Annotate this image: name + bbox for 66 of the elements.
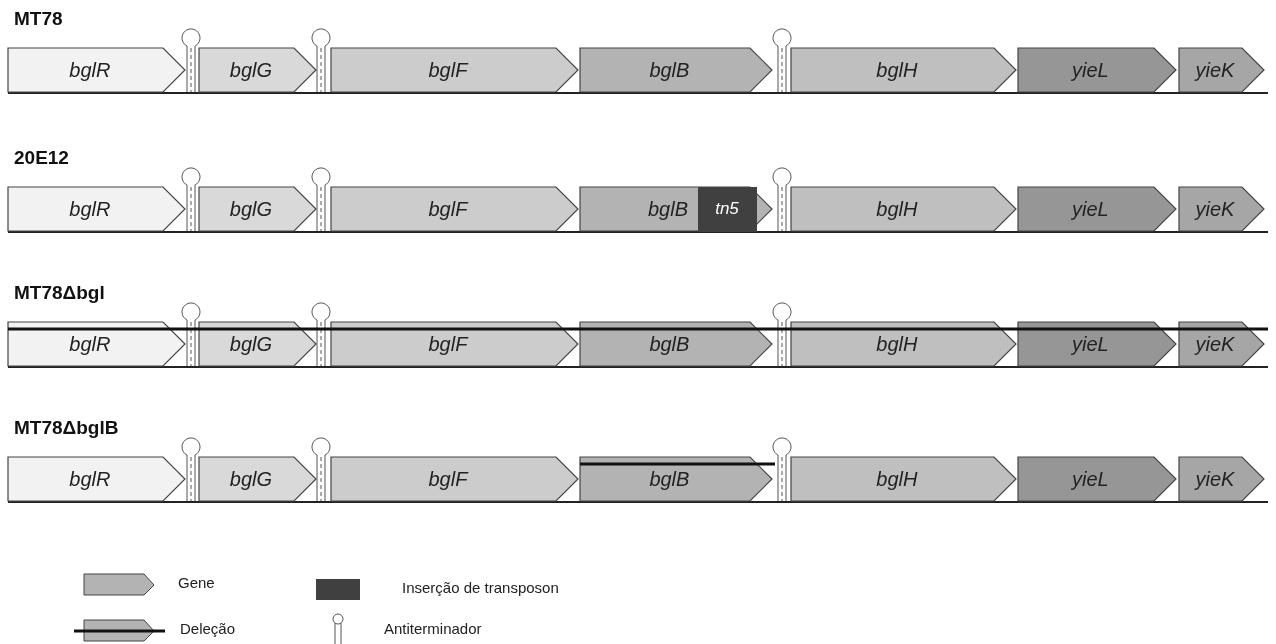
gene-label: yieL	[1072, 467, 1109, 491]
gene-block	[1018, 457, 1176, 501]
gene-block	[580, 48, 772, 92]
gene-block	[1179, 187, 1264, 231]
gene-label: bglH	[876, 197, 918, 221]
gene-block	[791, 187, 1016, 231]
gene-block	[1018, 322, 1176, 366]
gene-block	[580, 457, 772, 501]
gene-block	[791, 48, 1016, 92]
legend-label: Antiterminador	[384, 620, 482, 637]
gene-block	[8, 322, 185, 366]
gene-label: bglF	[428, 58, 468, 82]
strain-title: MT78ΔbglB	[14, 417, 119, 439]
gene-label: bglR	[69, 58, 111, 82]
gene-block	[791, 457, 1016, 501]
gene-label: bglB	[649, 58, 690, 82]
gene-label: yieK	[1195, 332, 1235, 356]
gene-block	[331, 457, 578, 501]
gene-label: bglR	[69, 332, 111, 356]
gene-block	[8, 457, 185, 501]
gene-label: bglG	[229, 332, 272, 356]
gene-label: yieL	[1072, 332, 1109, 356]
gene-label: bglG	[229, 197, 272, 221]
gene-block	[199, 187, 316, 231]
strain-title: MT78Δbgl	[14, 282, 105, 304]
gene-block	[580, 322, 772, 366]
gene-block	[8, 48, 185, 92]
gene-block	[199, 457, 316, 501]
gene-label: bglB	[648, 197, 688, 221]
legend-label: Inserção de transposon	[402, 579, 559, 596]
legend-label: Gene	[178, 574, 215, 591]
gene-block	[331, 48, 578, 92]
gene-label: bglG	[229, 467, 272, 491]
gene-label: yieK	[1195, 467, 1235, 491]
gene-label: yieL	[1072, 58, 1109, 82]
gene-label: bglH	[876, 467, 918, 491]
gene-block	[1018, 48, 1176, 92]
gene-block	[8, 187, 185, 231]
strain-title: MT78	[14, 8, 63, 30]
legend-label: Deleção	[180, 620, 236, 637]
gene-block	[199, 48, 316, 92]
gene-label: yieL	[1072, 197, 1109, 221]
gene-block	[331, 322, 578, 366]
gene-label: bglH	[876, 332, 918, 356]
gene-block	[791, 322, 1016, 366]
gene-label: bglB	[649, 332, 690, 356]
strain-title: 20E12	[14, 147, 69, 169]
gene-block	[1018, 187, 1176, 231]
transposon-insertion-box	[698, 187, 757, 232]
gene-label: bglF	[428, 467, 468, 491]
gene-block	[1179, 457, 1264, 501]
gene-label: bglR	[69, 467, 111, 491]
gene-block	[1179, 48, 1264, 92]
gene-block	[580, 187, 772, 231]
gene-block	[1179, 322, 1264, 366]
gene-label: bglF	[428, 197, 468, 221]
gene-label: yieK	[1195, 197, 1235, 221]
gene-block	[199, 322, 316, 366]
gene-label: bglB	[649, 467, 690, 491]
gene-label: yieK	[1195, 58, 1235, 82]
gene-block	[331, 187, 578, 231]
gene-label: bglF	[428, 332, 468, 356]
gene-label: bglR	[69, 197, 111, 221]
insertion-label: tn5	[715, 199, 739, 219]
gene-label: bglH	[876, 58, 918, 82]
gene-label: bglG	[229, 58, 272, 82]
